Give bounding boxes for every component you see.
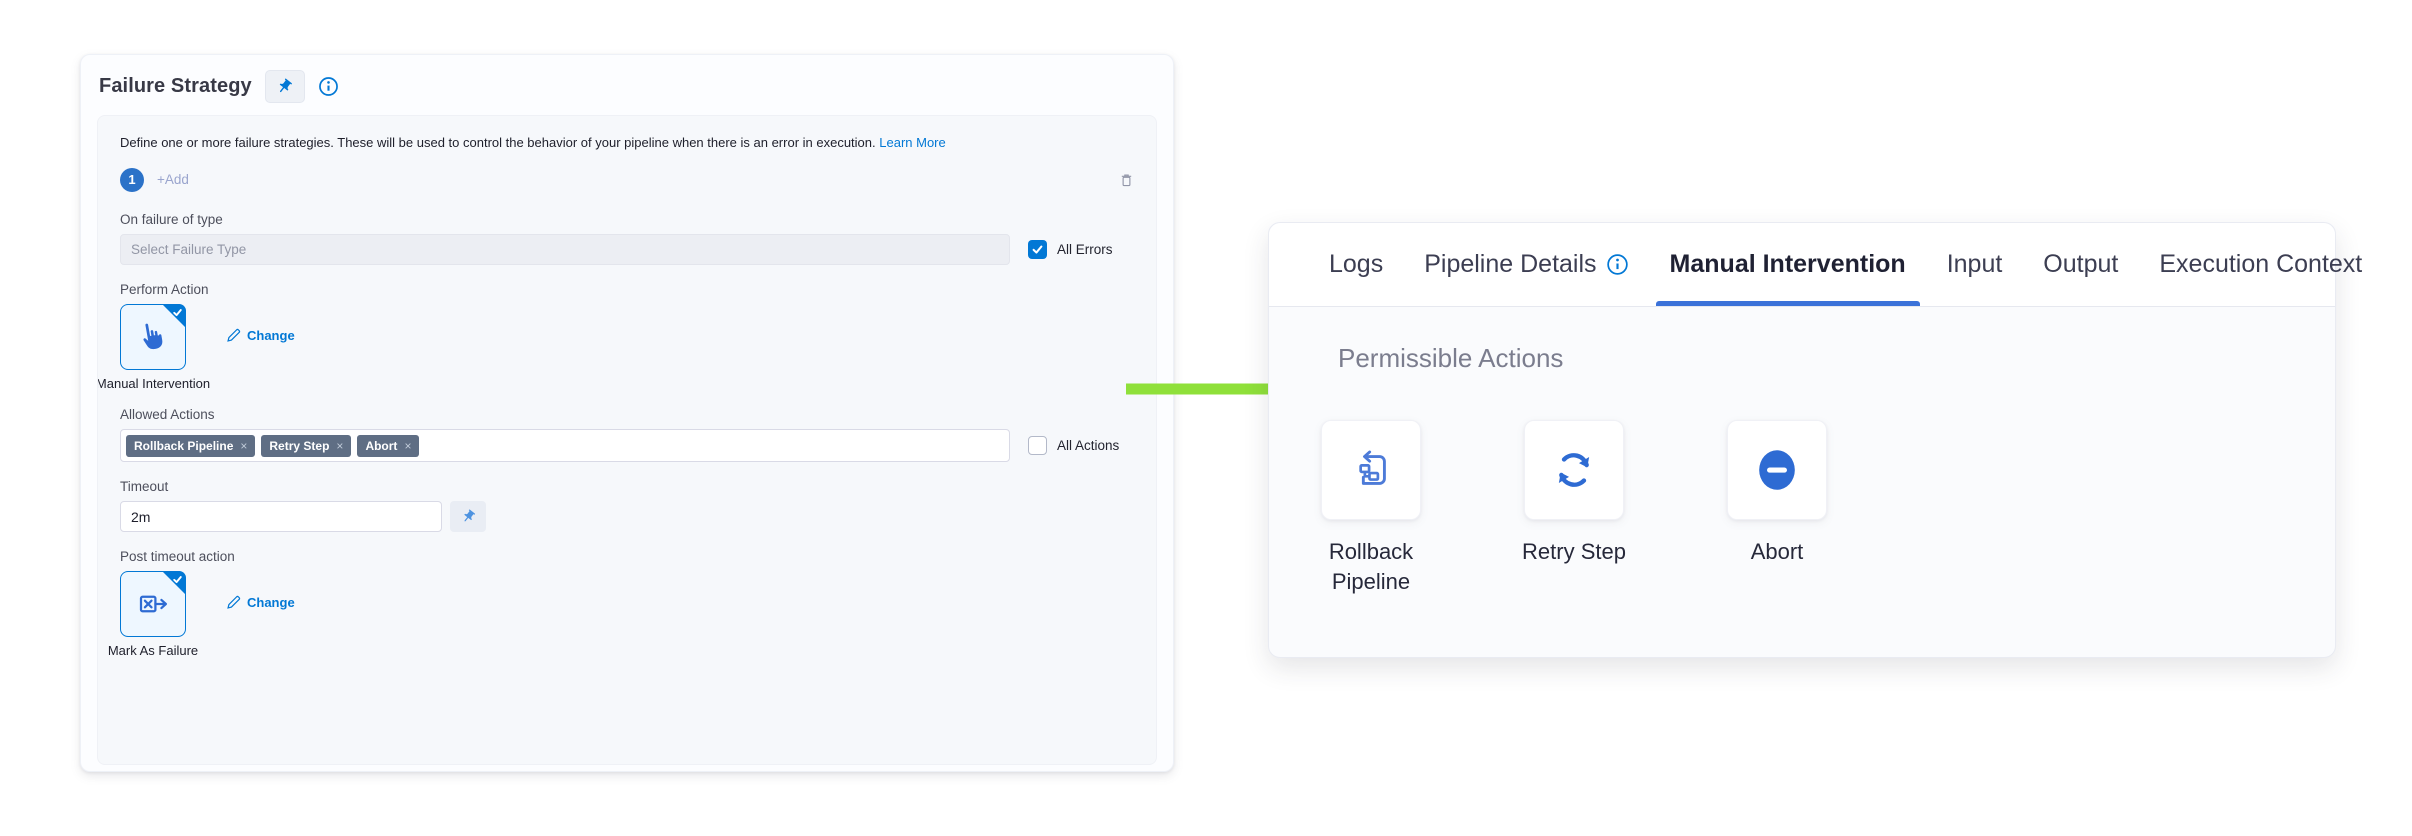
info-icon[interactable] bbox=[318, 76, 339, 97]
delete-strategy-button[interactable] bbox=[1119, 172, 1134, 188]
pushpin-icon bbox=[463, 509, 475, 522]
remove-tag-icon[interactable]: × bbox=[336, 438, 344, 453]
tab-pipeline-details[interactable]: Pipeline Details bbox=[1424, 223, 1628, 306]
post-timeout-group: Post timeout action Mark As bbox=[108, 549, 1134, 659]
step-details-panel: Logs Pipeline Details Manual Interventio… bbox=[1268, 222, 2362, 658]
allowed-actions-group: Allowed Actions Rollback Pipeline × Retr… bbox=[120, 407, 1134, 463]
selected-check-icon bbox=[173, 576, 182, 584]
failure-strategy-panel: Failure Strategy Define one or more fail… bbox=[80, 54, 1174, 772]
tab-execution-context[interactable]: Execution Context bbox=[2159, 250, 2363, 278]
selected-corner bbox=[162, 571, 186, 596]
perform-action-card[interactable] bbox=[120, 303, 186, 370]
failure-type-select[interactable] bbox=[120, 233, 1010, 265]
all-actions-label: All Actions bbox=[1057, 438, 1120, 454]
action-abort: Abort bbox=[1727, 420, 1827, 596]
pencil-icon bbox=[227, 596, 241, 609]
learn-more-link[interactable]: Learn More bbox=[879, 135, 946, 150]
rollback-pipeline-icon bbox=[1359, 450, 1386, 485]
remove-tag-icon[interactable]: × bbox=[240, 438, 248, 453]
allowed-actions-label: Allowed Actions bbox=[120, 407, 215, 423]
selected-check-icon bbox=[173, 308, 182, 316]
post-timeout-action-value: Mark As Failure bbox=[107, 643, 199, 659]
permissible-actions-title: Permissible Actions bbox=[1338, 343, 1564, 373]
post-timeout-label: Post timeout action bbox=[120, 549, 235, 565]
permissible-actions-row: Rollback Pipeline Retry Step bbox=[1321, 420, 2335, 596]
tab-logs[interactable]: Logs bbox=[1329, 250, 1384, 278]
tab-output[interactable]: Output bbox=[2043, 250, 2119, 278]
rollback-pipeline-button[interactable] bbox=[1321, 420, 1421, 520]
all-errors-checkbox[interactable] bbox=[1028, 239, 1047, 259]
check-icon bbox=[1032, 245, 1043, 254]
change-post-timeout-link[interactable]: Change bbox=[226, 595, 295, 610]
tag-rollback-pipeline[interactable]: Rollback Pipeline × bbox=[126, 434, 256, 457]
timeout-pin-button[interactable] bbox=[450, 501, 486, 533]
panel-title: Failure Strategy bbox=[99, 75, 252, 97]
strategy-index-badge[interactable]: 1 bbox=[120, 167, 144, 192]
perform-action-value: Manual Intervention bbox=[97, 375, 211, 391]
remove-tag-icon[interactable]: × bbox=[404, 438, 412, 453]
failure-type-group: On failure of type All Errors bbox=[120, 212, 1134, 265]
info-icon bbox=[1606, 254, 1628, 275]
action-label: Retry Step bbox=[1522, 539, 1626, 564]
all-actions-checkbox[interactable] bbox=[1028, 436, 1047, 456]
failure-strategy-form: Define one or more failure strategies. T… bbox=[97, 115, 1157, 765]
manual-intervention-hand-icon bbox=[143, 323, 163, 349]
retry-step-icon bbox=[1558, 453, 1590, 487]
mark-as-failure-icon bbox=[139, 595, 168, 613]
all-errors-label: All Errors bbox=[1057, 241, 1113, 257]
manual-intervention-content: Permissible Actions Rollback Pipeline bbox=[1269, 307, 2335, 596]
pencil-icon bbox=[227, 328, 241, 342]
trash-icon bbox=[1121, 174, 1132, 186]
pin-toggle-button[interactable] bbox=[264, 70, 305, 103]
add-strategy-button[interactable]: +Add bbox=[157, 172, 189, 188]
action-retry-step: Retry Step bbox=[1522, 420, 1626, 596]
abort-icon bbox=[1759, 450, 1795, 490]
action-rollback-pipeline: Rollback Pipeline bbox=[1321, 420, 1421, 596]
change-perform-action-link[interactable]: Change bbox=[226, 328, 295, 343]
timeout-input[interactable] bbox=[120, 501, 442, 533]
abort-button[interactable] bbox=[1727, 420, 1827, 520]
tag-abort[interactable]: Abort × bbox=[357, 434, 420, 457]
tag-retry-step[interactable]: Retry Step × bbox=[261, 434, 352, 457]
retry-step-button[interactable] bbox=[1524, 420, 1624, 520]
failure-strategy-header: Failure Strategy bbox=[81, 55, 1173, 113]
selected-corner bbox=[162, 303, 186, 328]
perform-action-label: Perform Action bbox=[120, 281, 209, 297]
post-timeout-action-card[interactable] bbox=[120, 571, 186, 638]
tab-manual-intervention[interactable]: Manual Intervention bbox=[1655, 223, 1920, 306]
strategy-description: Define one or more failure strategies. T… bbox=[120, 135, 946, 150]
action-label: Rollback Pipeline bbox=[1328, 539, 1414, 594]
step-details-tabbar: Logs Pipeline Details Manual Interventio… bbox=[1269, 223, 2362, 307]
perform-action-group: Perform Action Manual Intervention bbox=[98, 281, 1134, 392]
pushpin-icon bbox=[279, 78, 293, 93]
allowed-actions-input[interactable]: Rollback Pipeline × Retry Step × Abort × bbox=[120, 429, 1010, 463]
action-label: Abort bbox=[1750, 539, 1804, 564]
timeout-group: Timeout bbox=[120, 479, 1134, 533]
strategy-tabs-row: 1 +Add bbox=[120, 167, 1134, 192]
tab-input[interactable]: Input bbox=[1946, 250, 2003, 278]
timeout-label: Timeout bbox=[120, 479, 169, 495]
failure-type-label: On failure of type bbox=[120, 211, 223, 227]
